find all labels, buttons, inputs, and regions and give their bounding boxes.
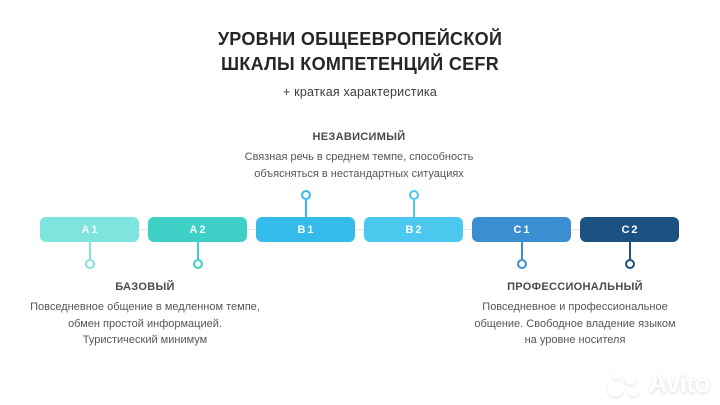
connector-dot <box>516 259 527 269</box>
level-a2-label: A2 <box>189 223 208 236</box>
connector-line <box>628 242 631 259</box>
annotation-independent-heading: НЕЗАВИСИМЫЙ <box>312 131 406 143</box>
avito-circle-large <box>607 380 625 397</box>
level-c1: C1 <box>472 217 571 269</box>
level-b1: B1 <box>256 190 355 242</box>
level-c1-bar: C1 <box>472 217 571 242</box>
level-a2: A2 <box>148 217 247 269</box>
annotation-independent-line2: объясняться в нестандартных ситуациях <box>254 167 464 180</box>
annotation-basic: БАЗОВЫЙ Повседневное общение в медленном… <box>24 281 266 349</box>
page-subtitle: + краткая характеристика <box>282 85 438 99</box>
connector-line <box>88 242 91 259</box>
connector-line <box>304 200 307 217</box>
level-a1: A1 <box>40 217 139 269</box>
level-c2-bar: C2 <box>580 217 679 242</box>
connector-dot <box>408 190 419 200</box>
level-b1-bar: B1 <box>256 217 355 242</box>
page-title-line2: ШКАЛЫ КОМПЕТЕНЦИЙ CEFR <box>220 54 500 74</box>
avito-circles-icon <box>607 370 645 397</box>
level-c2-label: C2 <box>621 223 640 236</box>
level-c2: C2 <box>580 217 679 269</box>
level-a2-bar: A2 <box>148 217 247 242</box>
levels-track-line <box>88 229 630 230</box>
annotation-basic-line2: обмен простой информацией. <box>68 317 222 330</box>
connector-dot <box>84 259 95 269</box>
avito-circle-small-bottom <box>628 387 639 397</box>
level-a1-label: A1 <box>81 223 100 236</box>
header: УРОВНИ ОБЩЕЕВРОПЕЙСКОЙ ШКАЛЫ КОМПЕТЕНЦИЙ… <box>0 27 720 99</box>
annotation-professional-heading: ПРОФЕССИОНАЛЬНЫЙ <box>507 281 643 293</box>
connector-line <box>520 242 523 259</box>
level-c1-label: C1 <box>513 223 532 236</box>
annotation-basic-line1: Повседневное общение в медленном темпе, <box>30 301 260 313</box>
page-title-line1: УРОВНИ ОБЩЕЕВРОПЕЙСКОЙ <box>217 29 503 49</box>
connector-dot <box>192 259 203 269</box>
level-b2-bar: B2 <box>364 217 463 242</box>
annotation-basic-heading: БАЗОВЫЙ <box>115 281 175 293</box>
connector-dot <box>624 259 635 269</box>
annotation-professional-line1: Повседневное и профессиональное <box>482 301 668 313</box>
annotation-professional-line3: на уровне носителя <box>524 334 626 346</box>
level-a1-bar: A1 <box>40 217 139 242</box>
annotation-professional-line2: общение. Свободное владение языком <box>474 317 676 330</box>
level-b1-label: B1 <box>297 223 316 236</box>
connector-dot <box>300 190 311 200</box>
avito-watermark: Avito <box>607 370 710 397</box>
annotation-independent-line1: Связная речь в среднем темпе, способност… <box>244 151 474 163</box>
avito-circle-medium <box>624 372 638 385</box>
connector-line <box>196 242 199 259</box>
connector-line <box>412 200 415 217</box>
avito-circle-small-top <box>612 371 622 380</box>
level-b2-label: B2 <box>405 223 424 236</box>
annotation-independent: НЕЗАВИСИМЫЙ Связная речь в среднем темпе… <box>179 131 539 182</box>
annotation-basic-line3: Туристический минимум <box>82 334 208 346</box>
annotation-professional: ПРОФЕССИОНАЛЬНЫЙ Повседневное и професси… <box>454 281 696 349</box>
avito-brand-text: Avito <box>648 368 710 398</box>
level-b2: B2 <box>364 190 463 242</box>
